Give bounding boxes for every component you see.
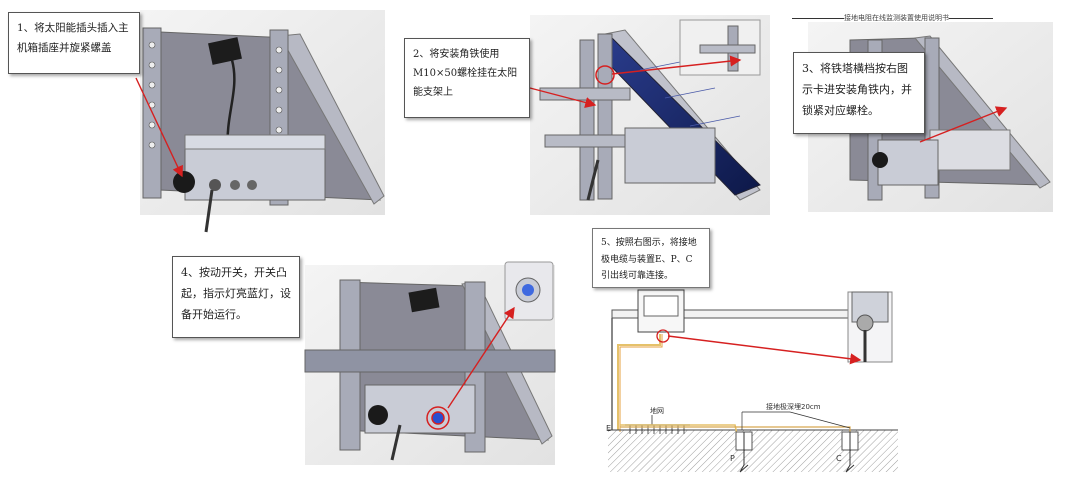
panel-4-switch-on <box>304 261 556 465</box>
step-3-note: 3、将铁塔横档按右图示卡进安装角铁内，并锁紧对应螺栓。 <box>793 52 925 134</box>
step-1-note: 1、将太阳能插头插入主机箱插座并旋紧螺盖 <box>8 12 140 74</box>
terminal-p-label: P <box>730 454 735 463</box>
document-title: 接地电阻在线监测装置使用说明书 <box>844 14 949 22</box>
panel-2-angle-iron-install <box>530 15 770 215</box>
callout-arrows <box>135 55 1008 409</box>
ground-grid-label: 地网 <box>650 407 664 415</box>
panel-1-solar-mount <box>140 10 385 233</box>
document-header: 接地电阻在线监测装置使用说明书 <box>792 13 1032 23</box>
electrode-depth-label: 接地极深埋20cm <box>766 403 821 411</box>
step-5-note: 5、按照右图示，将接地极电缆与装置E、P、C引出线可靠连接。 <box>592 228 710 288</box>
step-2-note: 2、将安装角铁使用M10×50螺栓挂在太阳能支架上 <box>404 38 530 118</box>
step-4-note: 4、按动开关，开关凸起，指示灯亮蓝灯，设备开始运行。 <box>172 256 300 338</box>
terminal-c-label: C <box>836 454 842 463</box>
panel-5-ground-connection <box>608 289 898 473</box>
terminal-e-label: E <box>606 424 612 433</box>
